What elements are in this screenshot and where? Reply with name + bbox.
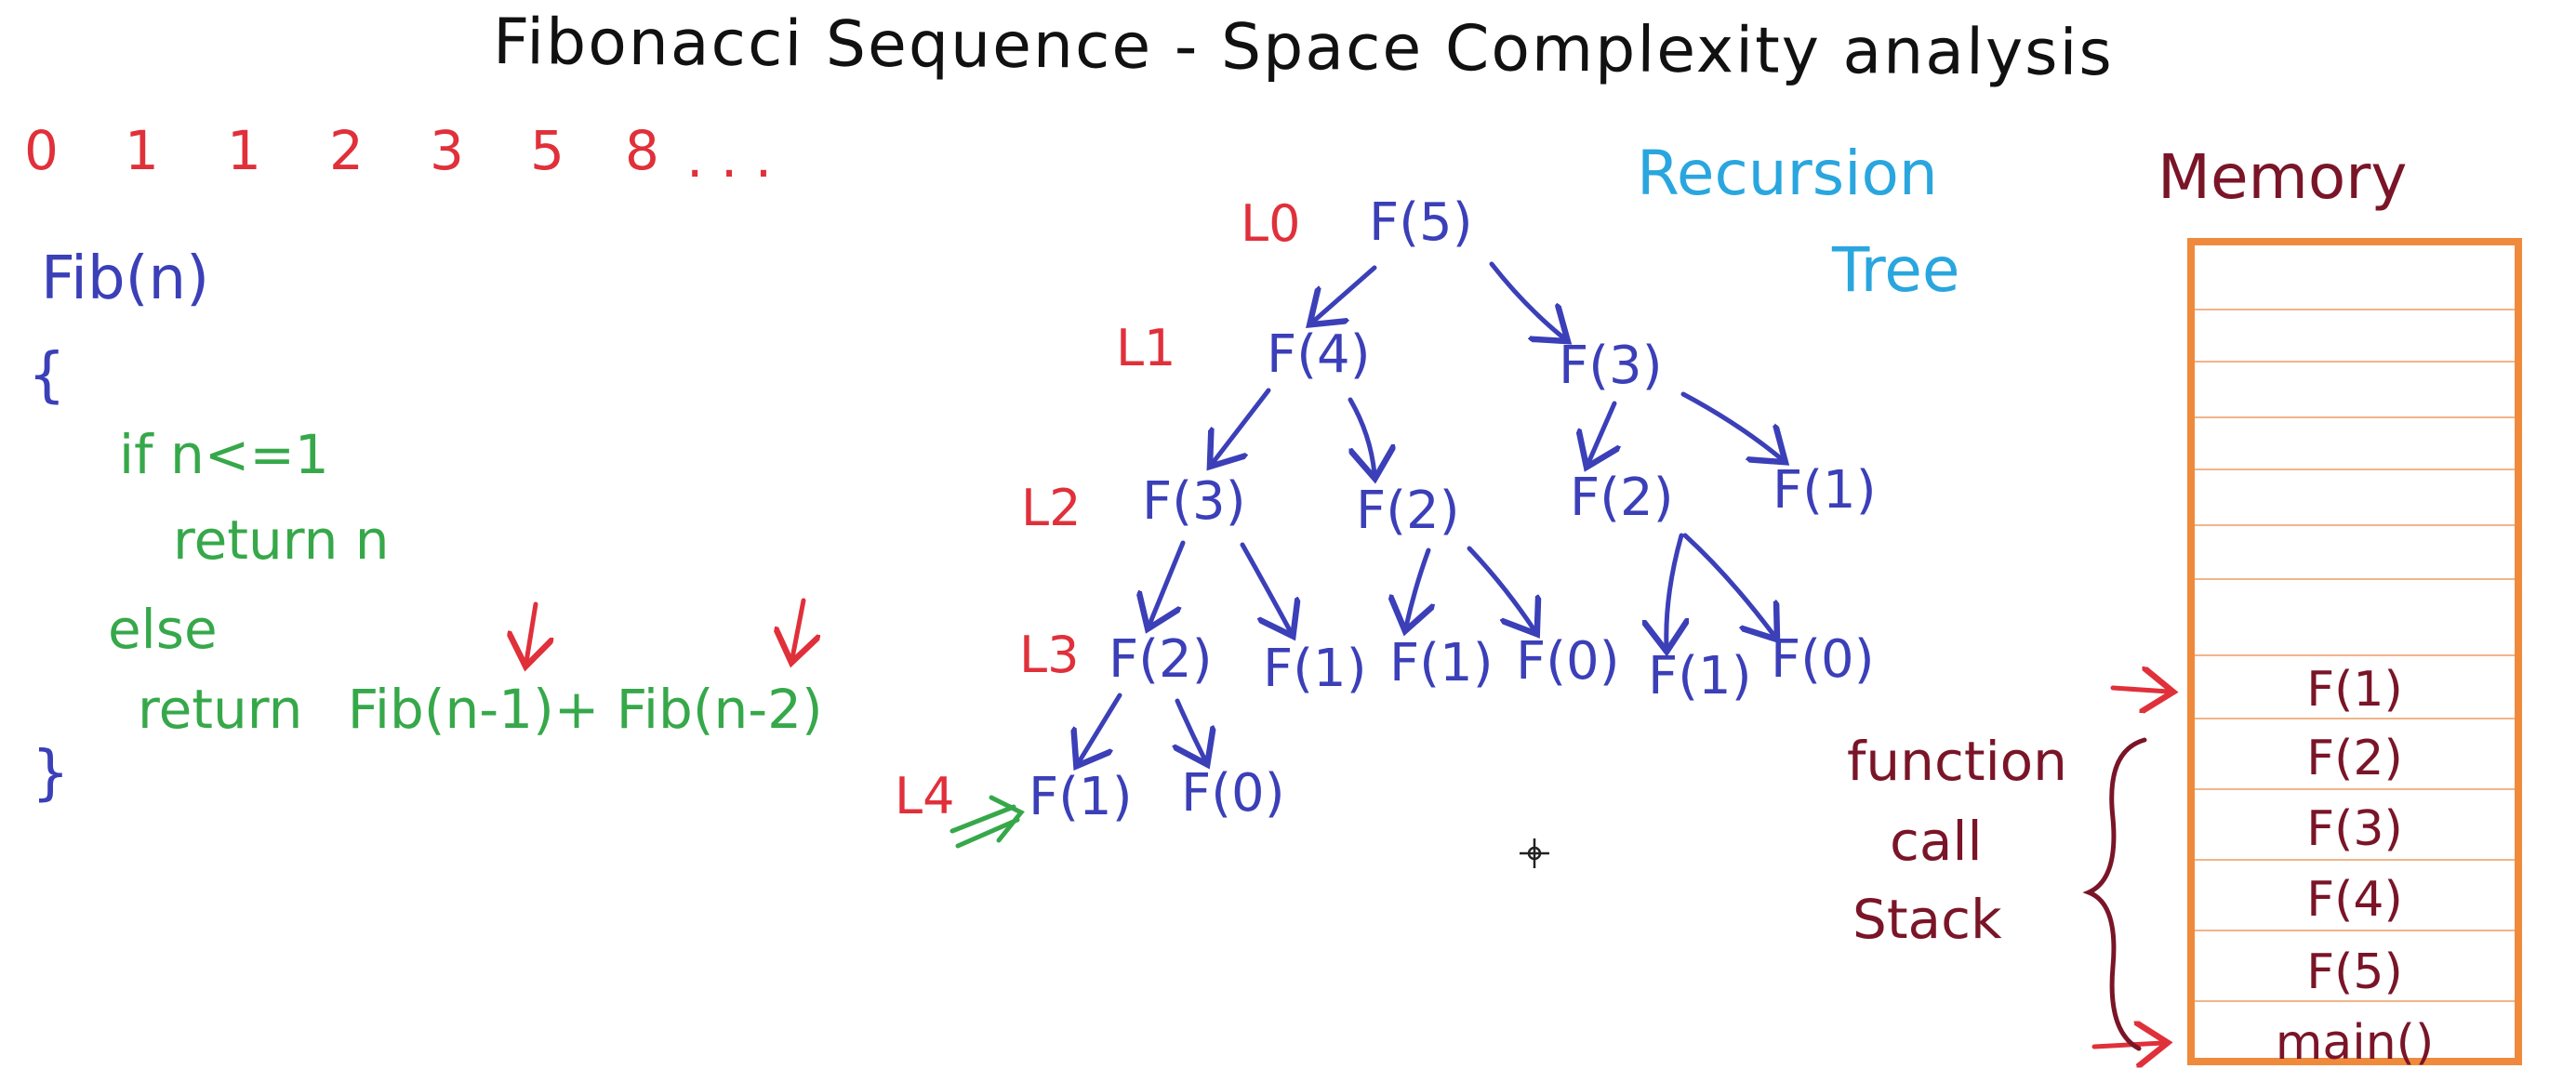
stack-bottom-arrow — [2091, 1043, 2163, 1047]
tree-edge — [1680, 391, 1782, 459]
sequence-item: 0 — [24, 119, 59, 182]
tree-edge — [1149, 540, 1186, 625]
tree-edge — [1177, 698, 1205, 760]
sequence-item: 1 — [125, 119, 159, 182]
code-open-brace: { — [28, 341, 66, 410]
stack-frame-main: main() — [2275, 1015, 2435, 1071]
level-label-l2: L2 — [1021, 479, 1082, 537]
tree-node-f1-l3a: F(1) — [1263, 639, 1367, 699]
level-label-l1: L1 — [1116, 319, 1176, 377]
code-close-brace: } — [32, 739, 70, 808]
cursor-crosshair-icon — [1520, 838, 1549, 868]
pointer-arrow-call-a — [526, 601, 536, 662]
tree-node-f4: F(4) — [1267, 324, 1371, 385]
call-stack-label-function: function — [1847, 730, 2067, 793]
tree-edge — [1079, 693, 1122, 762]
sequence-item: 5 — [530, 119, 564, 182]
code-else-line: else — [108, 598, 218, 661]
tree-edge — [1467, 546, 1534, 630]
tree-edge — [1213, 388, 1271, 463]
level-label-l4: L4 — [895, 767, 955, 825]
tree-node-f1-l4: F(1) — [1029, 767, 1133, 827]
tree-node-f3: F(3) — [1559, 336, 1663, 396]
tree-edge — [1348, 397, 1374, 474]
tree-edge — [1313, 265, 1377, 322]
tree-node-f0-l3b: F(0) — [1771, 629, 1875, 690]
memory-divider — [2195, 309, 2515, 310]
stack-frame-f5: F(5) — [2306, 944, 2403, 1000]
code-call-a: Fib(n-1) — [347, 678, 554, 741]
stack-frame-f4: F(4) — [2306, 872, 2403, 928]
sequence-item: 8 — [625, 119, 659, 182]
memory-divider — [2195, 859, 2515, 861]
tree-edges — [1079, 261, 1782, 762]
memory-box: F(1) F(2) F(3) F(4) F(5) main() — [2187, 238, 2522, 1071]
tree-node-f3-l2: F(3) — [1142, 471, 1246, 532]
level-label-l3: L3 — [1019, 626, 1080, 684]
memory-divider — [2195, 930, 2515, 931]
double-arrow-head — [989, 795, 1025, 843]
memory-divider — [2195, 468, 2515, 470]
code-signature: Fib(n) — [41, 244, 210, 313]
call-stack-brace — [2082, 737, 2147, 1051]
double-arrow-line — [949, 804, 1016, 834]
pointer-arrow-call-b — [792, 598, 803, 658]
memory-divider — [2195, 416, 2515, 418]
tree-node-f0-l4: F(0) — [1181, 763, 1285, 824]
code-return-call: return Fib(n-1)+ Fib(n-2) — [138, 682, 823, 736]
stack-frame-f3: F(3) — [2306, 801, 2403, 857]
tree-node-f1-l3b: F(1) — [1389, 633, 1494, 693]
recursion-label-line1: Recursion — [1637, 138, 1938, 209]
code-pointer-arrows — [526, 598, 2169, 1047]
code-plus: + — [553, 678, 600, 741]
tree-node-f5: F(5) — [1369, 192, 1473, 253]
tree-edge — [1240, 542, 1291, 632]
memory-divider — [2195, 578, 2515, 580]
code-if-line: if n<=1 — [119, 423, 329, 486]
tree-node-f2-l3: F(2) — [1109, 629, 1213, 690]
memory-divider — [2195, 718, 2515, 719]
memory-divider — [2195, 1000, 2515, 1002]
tree-edge — [1666, 533, 1681, 647]
tree-edge — [1489, 261, 1564, 338]
memory-divider — [2195, 788, 2515, 790]
tree-node-f0-l3a: F(0) — [1516, 631, 1620, 692]
level4-double-arrow — [949, 795, 1025, 849]
tree-node-f1-l3c: F(1) — [1648, 646, 1752, 706]
sequence-ellipsis: . . . — [686, 126, 773, 190]
tree-edge — [1588, 401, 1614, 463]
tree-node-f1-l2: F(1) — [1773, 460, 1877, 521]
recursion-label-line2: Tree — [1832, 234, 1960, 306]
memory-divider — [2195, 361, 2515, 363]
tree-edge — [1406, 548, 1428, 627]
code-return-n: return n — [173, 508, 390, 572]
code-call-b: Fib(n-2) — [616, 678, 823, 741]
memory-title: Memory — [2158, 141, 2408, 213]
level-label-l0: L0 — [1241, 194, 1301, 253]
memory-divider — [2195, 654, 2515, 656]
sequence-item: 2 — [329, 119, 364, 182]
tree-node-f2-l2b: F(2) — [1570, 468, 1674, 528]
sequence-item: 3 — [430, 119, 464, 182]
call-stack-label-stack: Stack — [1852, 888, 2002, 951]
double-arrow-line — [955, 817, 1020, 849]
tree-node-f2-l2a: F(2) — [1356, 481, 1460, 541]
sequence-item: 1 — [227, 119, 261, 182]
stack-frame-f2: F(2) — [2306, 731, 2403, 786]
tree-edge — [1682, 533, 1774, 636]
code-return-keyword: return — [138, 678, 303, 741]
stack-top-arrow — [2110, 688, 2169, 692]
memory-divider — [2195, 524, 2515, 526]
call-stack-label-call: call — [1890, 810, 1983, 873]
stack-frame-f1: F(1) — [2306, 662, 2403, 718]
